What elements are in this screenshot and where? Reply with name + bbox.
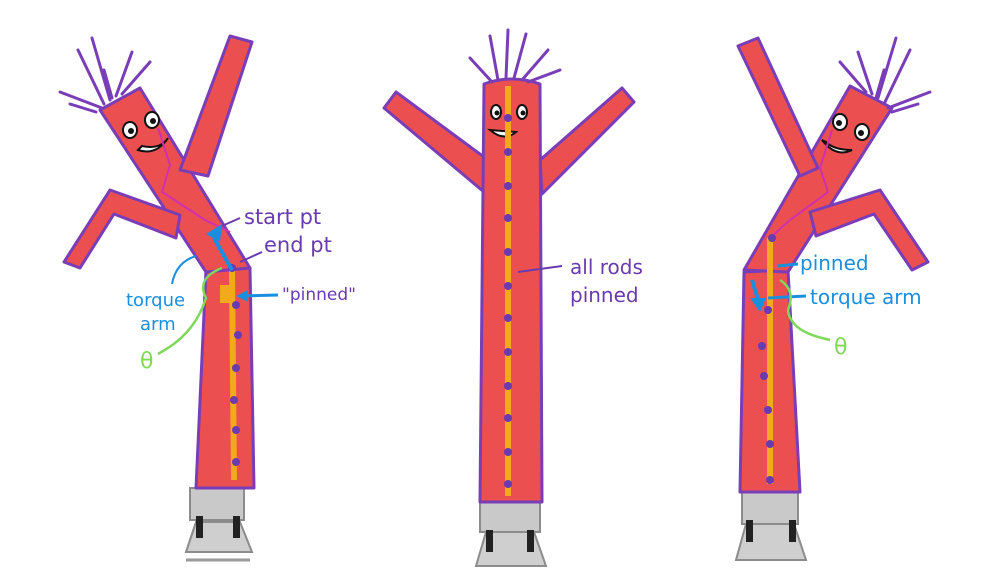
right-base [734, 491, 808, 561]
right-arm-down [808, 188, 930, 272]
center-base [474, 501, 548, 567]
left-start-pt-leader [221, 217, 241, 227]
left-spine [229, 269, 237, 481]
left-torque-arm-arrow [206, 224, 234, 271]
right-rod-dots [758, 234, 776, 484]
right-arm-up [736, 36, 820, 178]
center-rods-leader [517, 265, 563, 273]
right-torque-arm-arrow [750, 279, 766, 312]
center-all-rods-label-2: pinned [570, 283, 639, 307]
left-internal-line [157, 127, 231, 233]
left-pinned-label: "pinned" [282, 285, 356, 305]
left-arm-down [62, 188, 182, 270]
right-hair [838, 36, 932, 114]
left-pinned-marker [220, 285, 230, 303]
left-end-pt-label: end pt [264, 233, 332, 257]
center-face [487, 104, 528, 138]
right-pinned-leader [777, 262, 799, 268]
center-tube-man: all rods pinned [382, 28, 643, 567]
left-end-pt-leader [239, 251, 263, 263]
right-tube-man: pinned torque arm θ [734, 36, 932, 561]
left-torque-label-1: torque [126, 290, 185, 311]
left-base [184, 487, 254, 562]
right-upper-tube [742, 84, 894, 274]
left-theta-label: θ [140, 349, 153, 374]
left-face [122, 111, 169, 153]
left-torque-arm-leader [171, 255, 197, 285]
right-face [821, 113, 870, 154]
center-rod-dots [504, 114, 512, 488]
right-theta-arc [779, 278, 831, 342]
left-start-pt-label: start pt [244, 205, 321, 229]
left-hair [58, 36, 152, 114]
right-pinned-label: pinned [800, 251, 869, 275]
left-theta-arc [157, 266, 223, 356]
center-arm-left [382, 90, 490, 194]
right-theta-label: θ [834, 335, 847, 360]
center-hair [468, 28, 562, 84]
left-arm-up [178, 34, 254, 178]
center-all-rods-label-1: all rods [570, 255, 643, 279]
left-torque-label-2: arm [140, 314, 176, 335]
left-tube-man: start pt end pt "pinned" torque arm θ [58, 34, 356, 562]
right-torque-leader [767, 294, 807, 300]
center-arm-right [538, 86, 636, 196]
right-torque-arm-label: torque arm [810, 285, 922, 309]
right-internal-line [771, 129, 833, 237]
